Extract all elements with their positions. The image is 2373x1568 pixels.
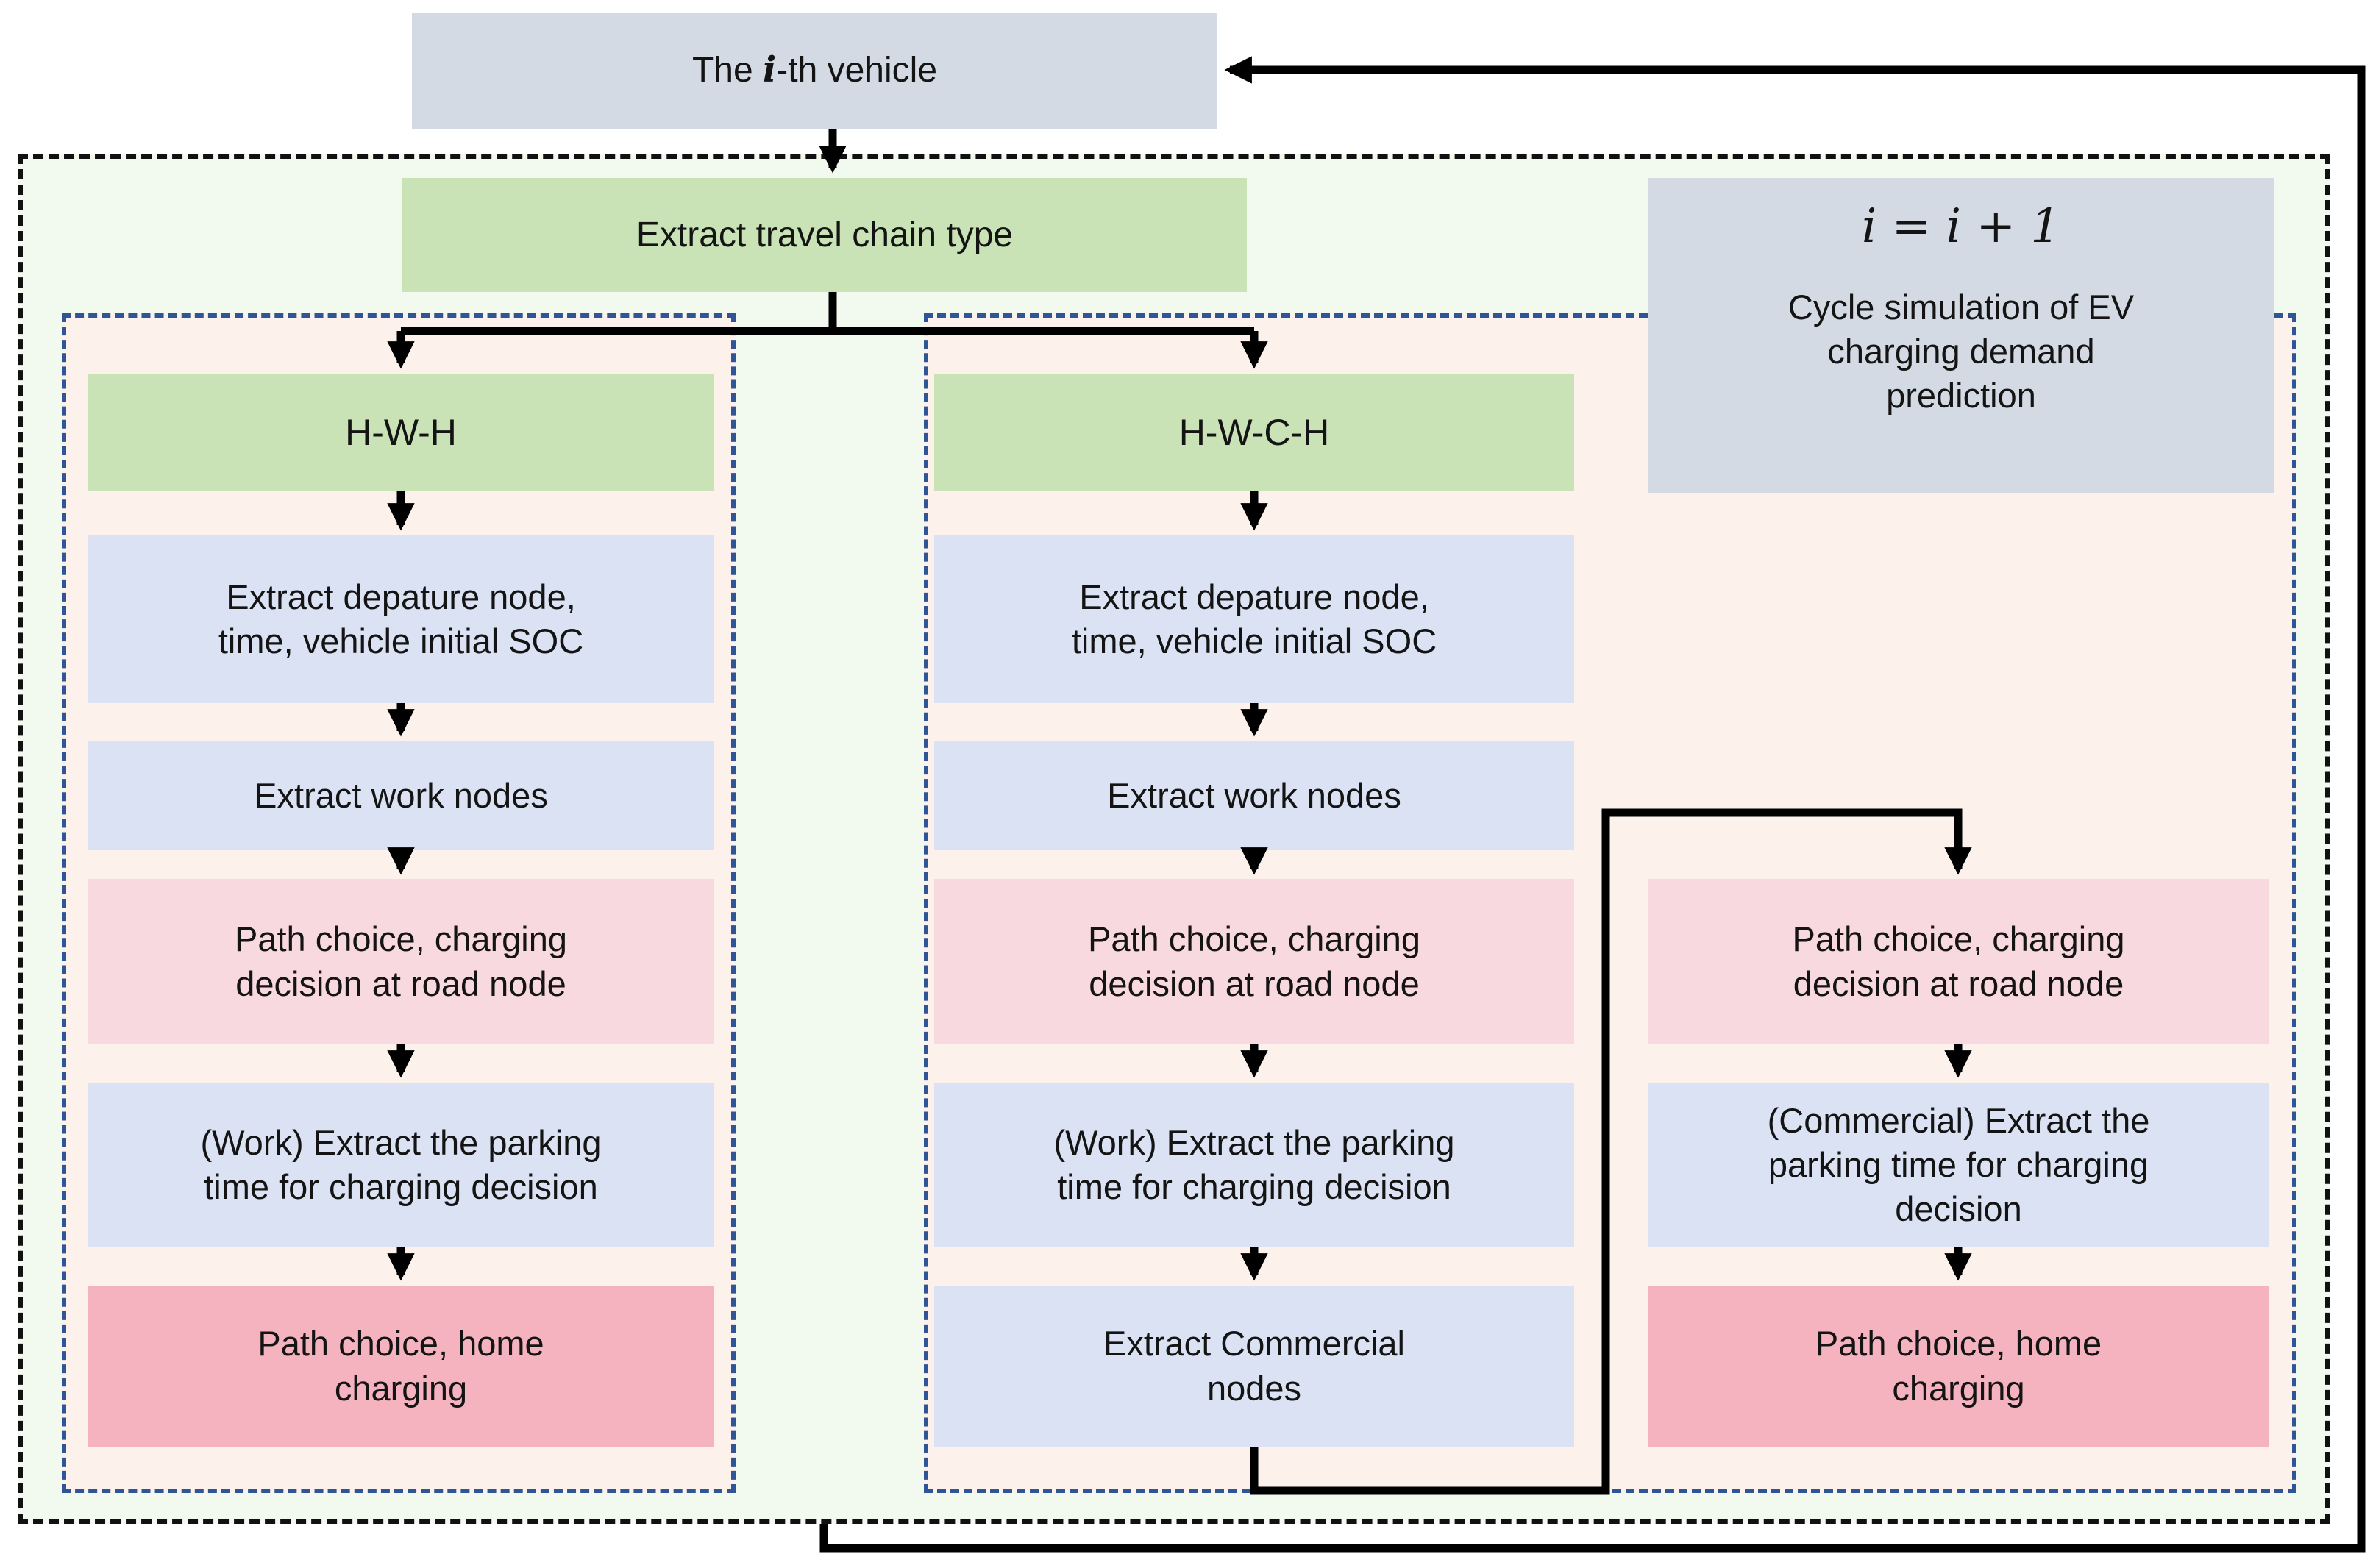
hwh-step-home-charging: Path choice, home charging <box>88 1286 714 1447</box>
commercial-step-path-choice-road: Path choice, charging decision at road n… <box>1648 879 2269 1044</box>
hwh-header-box: H-W-H <box>88 374 714 491</box>
travel-chain-box: Extract travel chain type <box>402 178 1247 292</box>
cycle-formula: i = i + 1 <box>1861 199 2061 254</box>
hwh-step-extract-departure: Extract depature node, time, vehicle ini… <box>88 535 714 703</box>
commercial-step-home-charging: Path choice, home charging <box>1648 1286 2269 1447</box>
hwch-step-path-choice-road: Path choice, charging decision at road n… <box>934 879 1574 1044</box>
hwch-step-extract-commercial-nodes: Extract Commercial nodes <box>934 1286 1574 1447</box>
index-variable: i <box>763 49 777 91</box>
hwch-header-box: H-W-C-H <box>934 374 1574 491</box>
cycle-counter-box: i = i + 1 Cycle simulation of EV chargin… <box>1648 178 2274 493</box>
cycle-label: Cycle simulation of EV <box>1787 287 2135 327</box>
hwch-step-extract-departure: Extract depature node, time, vehicle ini… <box>934 535 1574 703</box>
hwch-step-work-parking-time: (Work) Extract the parking time for char… <box>934 1083 1574 1247</box>
hwh-step-work-parking-time: (Work) Extract the parking time for char… <box>88 1083 714 1247</box>
hwh-step-path-choice-road: Path choice, charging decision at road n… <box>88 879 714 1044</box>
vehicle-box-label: The i-th vehicle <box>691 49 938 91</box>
commercial-step-parking-time: (Commercial) Extract the parking time fo… <box>1648 1083 2269 1247</box>
hwch-step-extract-work-nodes: Extract work nodes <box>934 741 1574 850</box>
hwh-step-extract-work-nodes: Extract work nodes <box>88 741 714 850</box>
vehicle-box: The i-th vehicle <box>412 13 1217 129</box>
